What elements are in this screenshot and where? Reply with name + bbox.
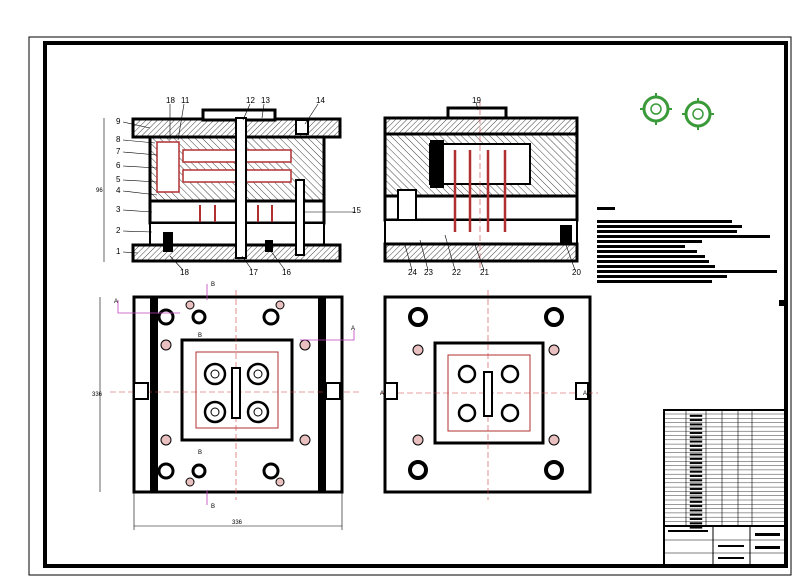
part-label: 2 (116, 226, 121, 235)
part-label: 1 (116, 247, 121, 256)
dim-width: 336 (232, 520, 243, 526)
part-label: 17 (249, 268, 258, 277)
dim-height-front: 96 (96, 188, 103, 194)
part-label: 7 (116, 147, 121, 156)
part-label: 21 (480, 268, 489, 277)
sheet-outer-border (28, 36, 792, 576)
parts-list-cell (689, 419, 703, 422)
section-mark: A (351, 326, 355, 332)
gear-teeth (640, 93, 714, 130)
parts-list-cell (689, 432, 703, 435)
part-label: 15 (352, 206, 361, 215)
section-mark: A (114, 299, 118, 305)
section-mark: B (198, 450, 202, 456)
parts-list-cell (689, 526, 703, 529)
parts-list-cell (689, 453, 703, 456)
part-label: 19 (472, 96, 481, 105)
section-mark: B (211, 282, 215, 288)
parts-list-cell (689, 466, 703, 469)
parts-list-cell (689, 513, 703, 516)
part-label: 23 (424, 268, 433, 277)
parts-list-cell (689, 440, 703, 443)
part-label: 9 (116, 117, 121, 126)
part-label: 14 (316, 96, 325, 105)
parts-list-cell (689, 414, 703, 417)
part-label: 11 (181, 96, 190, 105)
technical-notes (597, 207, 777, 283)
section-mark: A (583, 391, 587, 397)
parts-list-cell (689, 483, 703, 486)
front-section-view: 96 9 8 7 6 5 4 3 2 1 (96, 96, 361, 277)
part-label: 3 (116, 205, 121, 214)
parts-list-cell (689, 470, 703, 473)
parts-list-cell (689, 505, 703, 508)
part-label: 13 (261, 96, 270, 105)
part-label: 18 (180, 268, 189, 277)
parts-list-cell (689, 492, 703, 495)
parts-list-cell (689, 462, 703, 465)
part-label: 16 (282, 268, 291, 277)
parts-list-cell (689, 518, 703, 521)
part-label: 18 (166, 96, 175, 105)
dim-side: 336 (92, 392, 103, 398)
parts-list-cell (689, 475, 703, 478)
parts-list-cell (689, 500, 703, 503)
parts-list-cell (689, 509, 703, 512)
part-label: 24 (408, 268, 417, 277)
leaders-left (122, 121, 158, 254)
part-label: 4 (116, 186, 121, 195)
part-label: 6 (116, 161, 121, 170)
parts-list-cell (689, 479, 703, 482)
parts-list-cell (689, 457, 703, 460)
parts-list-cell (689, 522, 703, 525)
section-mark: A (380, 391, 384, 397)
part-label: 8 (116, 135, 121, 144)
part-label: 5 (116, 175, 121, 184)
parts-list-cell (689, 449, 703, 452)
parts-list-rows (664, 413, 785, 529)
parts-list-cell (689, 444, 703, 447)
section-mark: B (211, 504, 215, 510)
part-label: 12 (246, 96, 255, 105)
parts-list-cell (689, 496, 703, 499)
parts-list-cell (689, 423, 703, 426)
parts-list-cell (689, 487, 703, 490)
parts-list-cell (689, 427, 703, 430)
plan-view-right: A A (380, 290, 598, 500)
parts-list-cell (689, 436, 703, 439)
section-mark: B (198, 333, 202, 339)
part-label: 20 (572, 268, 581, 277)
gear-icon (642, 95, 712, 128)
part-label: 22 (452, 268, 461, 277)
plan-view-left: A A B B B B 336 336 (92, 282, 360, 530)
side-section-view: 19 24 23 22 21 20 (383, 96, 581, 277)
title-block (663, 525, 786, 567)
title-block-text-bars (668, 530, 780, 559)
